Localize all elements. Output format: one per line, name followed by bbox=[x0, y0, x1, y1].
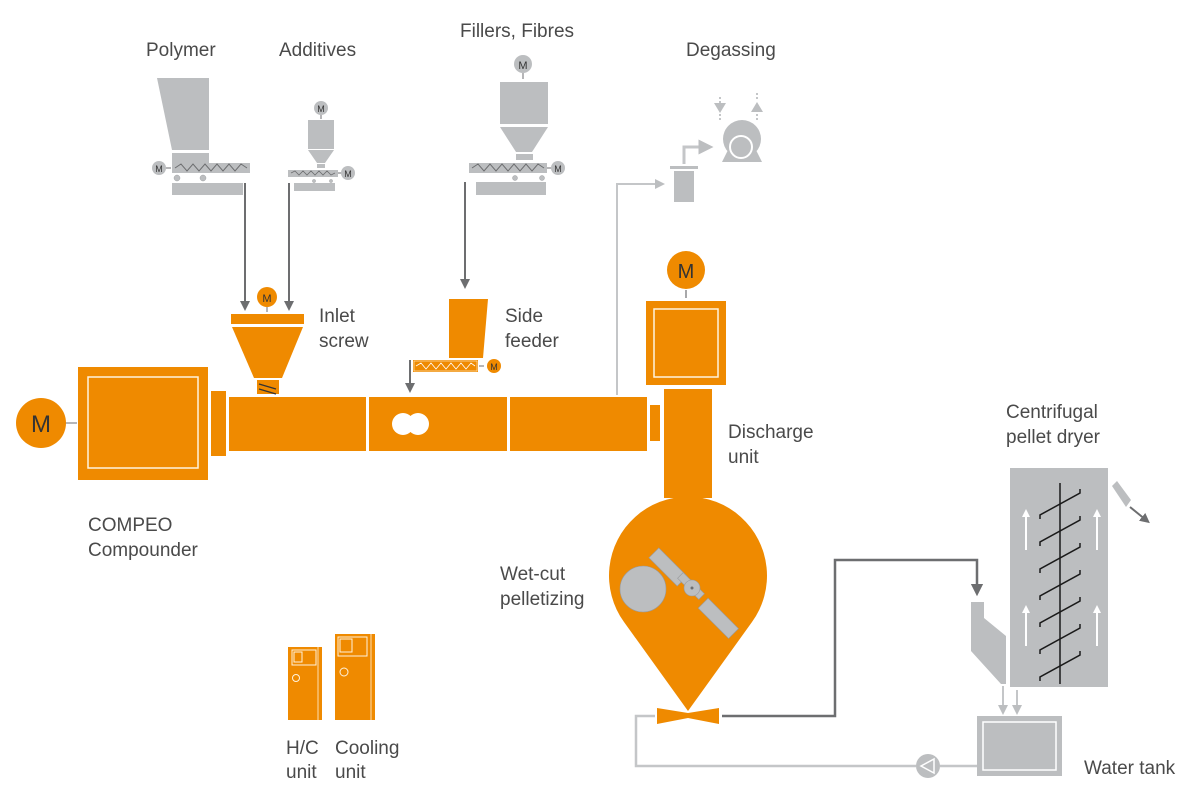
screw-icon bbox=[174, 163, 248, 172]
side-feeder: M bbox=[413, 299, 501, 373]
compounder: M bbox=[16, 367, 660, 480]
inlet-hopper bbox=[232, 327, 303, 378]
barrel-section-1 bbox=[229, 397, 366, 451]
svg-text:M: M bbox=[490, 362, 498, 372]
svg-text:M: M bbox=[678, 261, 695, 283]
motor-icon: M bbox=[487, 359, 501, 373]
vent-pot bbox=[674, 171, 694, 202]
die-plate-icon bbox=[619, 565, 667, 613]
side-feeder-hopper bbox=[449, 299, 488, 358]
label-degassing: Degassing bbox=[686, 40, 776, 61]
cooling-unit bbox=[335, 634, 375, 720]
water-tank bbox=[977, 716, 1062, 776]
discharge-unit: M bbox=[646, 251, 726, 498]
label-side-feeder-1: Side bbox=[505, 306, 543, 327]
barrel-section-2 bbox=[369, 397, 507, 451]
screw-icon bbox=[415, 362, 476, 370]
polymer-feeder: M bbox=[152, 78, 250, 195]
svg-text:M: M bbox=[554, 164, 562, 174]
label-discharge-2: unit bbox=[728, 447, 759, 468]
label-polymer: Polymer bbox=[146, 40, 216, 61]
dryer-body bbox=[1010, 468, 1108, 687]
label-discharge-1: Discharge bbox=[728, 422, 814, 443]
vacuum-pump-icon bbox=[714, 93, 763, 162]
dryer-inlet-chute bbox=[971, 602, 1006, 684]
label-additives: Additives bbox=[279, 40, 356, 61]
hc-unit bbox=[288, 647, 322, 720]
label-dryer-1: Centrifugal bbox=[1006, 402, 1098, 423]
centrifugal-dryer bbox=[971, 468, 1150, 715]
polymer-hopper bbox=[157, 78, 209, 150]
pelletizer-outlet bbox=[657, 708, 719, 724]
svg-text:M: M bbox=[317, 104, 325, 114]
label-cooling-unit-1: Cooling bbox=[335, 738, 399, 759]
water-return-line bbox=[634, 714, 916, 768]
label-cooling-unit-2: unit bbox=[335, 762, 366, 783]
label-wet-cut-1: Wet-cut bbox=[500, 564, 566, 585]
label-hc-unit-1: H/C bbox=[286, 738, 319, 759]
cutter-blade-icon bbox=[648, 547, 739, 639]
label-compounder-2: Compounder bbox=[88, 540, 199, 561]
label-compounder-1: COMPEO bbox=[88, 515, 172, 536]
gearbox bbox=[78, 367, 208, 480]
motor-icon: M bbox=[551, 161, 565, 175]
pump-icon bbox=[916, 754, 940, 778]
twin-screw-icon bbox=[392, 413, 429, 435]
airflow-arrows bbox=[1022, 509, 1101, 646]
label-fillers-fibres: Fillers, Fibres bbox=[460, 21, 574, 42]
pellet-outlet-arrow bbox=[1129, 506, 1150, 524]
label-side-feeder-2: feeder bbox=[505, 331, 560, 352]
motor-icon: M bbox=[314, 101, 328, 115]
label-inlet-screw-1: Inlet bbox=[319, 306, 356, 327]
label-wet-cut-2: pelletizing bbox=[500, 589, 585, 610]
svg-text:M: M bbox=[518, 60, 527, 72]
screw-icon bbox=[290, 170, 336, 176]
motor-icon: M bbox=[341, 166, 355, 180]
motor-icon: M bbox=[514, 55, 532, 73]
wet-cut-pelletizer bbox=[609, 496, 767, 724]
rotor-paddles-icon bbox=[1039, 489, 1081, 681]
screw-icon bbox=[471, 163, 545, 172]
dryer-outlet-chute bbox=[1112, 481, 1131, 507]
vent-line bbox=[616, 179, 665, 395]
motor-icon: M bbox=[257, 287, 277, 307]
svg-text:M: M bbox=[344, 169, 352, 179]
svg-text:M: M bbox=[31, 411, 51, 438]
motor-icon: M bbox=[667, 251, 705, 289]
motor-icon: M bbox=[16, 398, 66, 448]
inlet-screw: M bbox=[231, 287, 304, 395]
label-inlet-screw-2: screw bbox=[319, 331, 369, 352]
polymer-screw-housing bbox=[172, 163, 250, 173]
pelletizer-housing bbox=[609, 496, 767, 711]
svg-text:M: M bbox=[155, 164, 163, 174]
label-dryer-2: pellet dryer bbox=[1006, 427, 1101, 448]
additives-feeder: M M bbox=[288, 101, 355, 191]
barrel-section-3 bbox=[510, 397, 647, 451]
motor-icon: M bbox=[152, 161, 166, 175]
svg-text:M: M bbox=[262, 293, 271, 305]
degassing-unit bbox=[616, 93, 763, 395]
slurry-line bbox=[722, 558, 984, 718]
label-hc-unit-2: unit bbox=[286, 762, 317, 783]
fillers-feeder: M M bbox=[469, 55, 565, 195]
label-water-tank: Water tank bbox=[1084, 758, 1176, 779]
